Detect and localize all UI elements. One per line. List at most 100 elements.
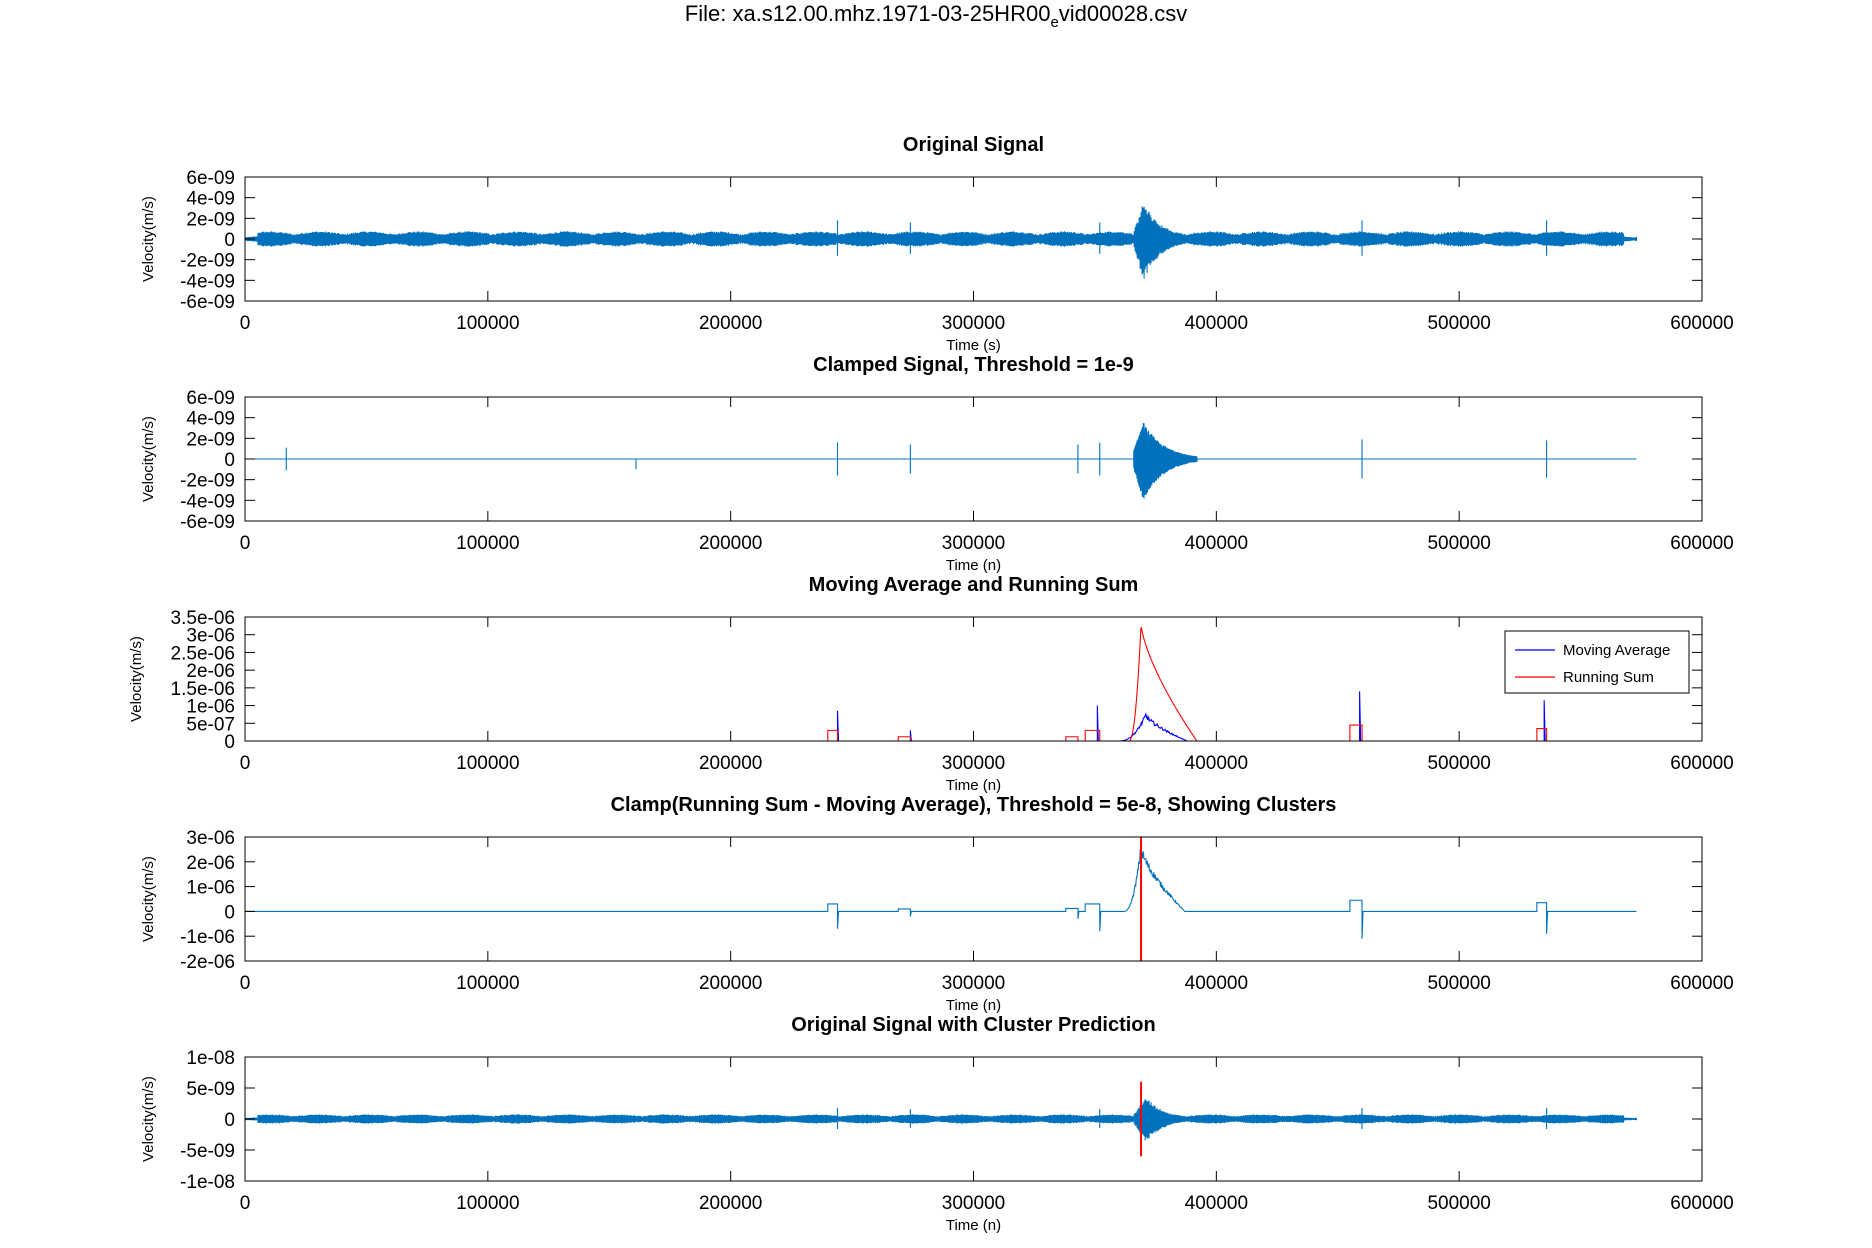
legend-label-moving-average: Moving Average <box>1563 642 1670 659</box>
y-tick-label: 2e-06 <box>186 661 235 682</box>
x-tick-label: 300000 <box>942 1193 1005 1214</box>
x-axis-label: Time (n) <box>946 777 1001 794</box>
x-tick-label: 0 <box>240 753 251 774</box>
y-tick-label: 4e-09 <box>186 189 235 210</box>
figure-suptitle: File: xa.s12.00.mhz.1971-03-25HR00evid00… <box>685 1 1187 31</box>
y-tick-label: 1e-06 <box>186 697 235 718</box>
y-tick-label: 0 <box>224 230 235 251</box>
y-tick-label: 4e-09 <box>186 409 235 430</box>
x-tick-label: 600000 <box>1670 313 1733 334</box>
y-tick-label: -2e-09 <box>180 251 235 272</box>
panel-title: Original Signal with Cluster Prediction <box>791 1014 1156 1036</box>
y-tick-label: 2.5e-06 <box>171 643 235 664</box>
x-tick-label: 200000 <box>699 313 762 334</box>
y-axis-label: Velocity(m/s) <box>140 1076 157 1162</box>
series-group <box>245 627 1637 741</box>
x-tick-label: 100000 <box>456 533 519 554</box>
legend-label-running-sum: Running Sum <box>1563 669 1654 686</box>
x-tick-label: 0 <box>240 973 251 994</box>
y-tick-label: 5e-09 <box>186 1079 235 1100</box>
legend-box <box>1504 630 1690 694</box>
x-axis-label: Time (n) <box>946 557 1001 574</box>
y-tick-label: 0 <box>224 1110 235 1131</box>
y-tick-label: 1e-08 <box>186 1048 235 1069</box>
panel-5: Original Signal with Cluster Prediction 0… <box>140 1014 1734 1234</box>
x-tick-label: 200000 <box>699 753 762 774</box>
clamped-trace <box>245 423 1637 499</box>
y-tick-label: 5e-07 <box>186 714 235 735</box>
x-axis-label: Time (n) <box>946 997 1001 1014</box>
x-tick-label: 600000 <box>1670 973 1733 994</box>
y-tick-label: -1e-06 <box>180 927 235 948</box>
y-axis-label: Velocity(m/s) <box>140 196 157 282</box>
y-tick-label: 2e-09 <box>186 429 235 450</box>
series-group <box>245 423 1637 499</box>
series-group <box>245 1099 1637 1141</box>
axes-box <box>244 616 1703 742</box>
y-tick-label: 3.5e-06 <box>171 608 235 629</box>
panel-title: Clamp(Running Sum - Moving Average), Thr… <box>611 794 1337 816</box>
moving-average-line <box>245 691 1637 741</box>
x-tick-label: 200000 <box>699 973 762 994</box>
x-tick-label: 500000 <box>1427 533 1490 554</box>
signal-trace <box>245 206 1637 279</box>
x-tick-label: 500000 <box>1427 1193 1490 1214</box>
x-tick-label: 300000 <box>942 533 1005 554</box>
y-tick-label: 6e-09 <box>186 168 235 189</box>
y-axis-label: Velocity(m/s) <box>140 856 157 942</box>
x-tick-label: 400000 <box>1185 753 1248 774</box>
y-tick-label: -2e-09 <box>180 471 235 492</box>
x-tick-label: 600000 <box>1670 533 1733 554</box>
series-group <box>245 847 1637 939</box>
signal-trace <box>245 1099 1637 1141</box>
x-tick-label: 300000 <box>942 313 1005 334</box>
x-axis-label: Time (n) <box>946 1217 1001 1234</box>
x-tick-label: 600000 <box>1670 753 1733 774</box>
suptitle-subscript: e <box>1050 14 1058 31</box>
panel-3: Moving Average and Running Sum 0 100000 200… <box>128 574 1734 794</box>
y-tick-label: 3e-06 <box>186 828 235 849</box>
x-tick-label: 500000 <box>1427 973 1490 994</box>
x-tick-label: 100000 <box>456 1193 519 1214</box>
y-tick-label: -2e-06 <box>180 952 235 973</box>
x-axis-label: Time (s) <box>946 337 1000 354</box>
x-tick-label: 400000 <box>1185 1193 1248 1214</box>
panel-4: Clamp(Running Sum - Moving Average), Thr… <box>140 794 1734 1014</box>
x-tick-label: 100000 <box>456 313 519 334</box>
x-tick-label: 200000 <box>699 533 762 554</box>
x-tick-label: 300000 <box>942 753 1005 774</box>
suptitle-tail: vid00028.csv <box>1059 1 1187 26</box>
running-sum-line <box>245 627 1637 741</box>
series-group <box>245 206 1637 279</box>
y-tick-label: -4e-09 <box>180 271 235 292</box>
x-tick-label: 0 <box>240 1193 251 1214</box>
y-tick-label: 0 <box>224 450 235 471</box>
y-tick-label: 6e-09 <box>186 388 235 409</box>
x-tick-label: 400000 <box>1185 533 1248 554</box>
x-tick-label: 300000 <box>942 973 1005 994</box>
x-tick-label: 500000 <box>1427 313 1490 334</box>
x-tick-label: 100000 <box>456 753 519 774</box>
y-tick-label: -4e-09 <box>180 491 235 512</box>
y-axis-label: Velocity(m/s) <box>128 636 145 722</box>
y-tick-label: 1e-06 <box>186 878 235 899</box>
y-tick-label: -6e-09 <box>180 512 235 533</box>
y-axis-label: Velocity(m/s) <box>140 416 157 502</box>
x-tick-label: 100000 <box>456 973 519 994</box>
x-tick-label: 400000 <box>1185 313 1248 334</box>
axes-box <box>244 836 1703 962</box>
y-tick-label: 2e-09 <box>186 209 235 230</box>
x-tick-label: 200000 <box>699 1193 762 1214</box>
y-tick-label: 1.5e-06 <box>171 679 235 700</box>
x-tick-label: 0 <box>240 533 251 554</box>
difference-line <box>245 847 1637 939</box>
y-tick-label: 0 <box>224 732 235 753</box>
x-tick-label: 500000 <box>1427 753 1490 774</box>
y-tick-label: 0 <box>224 902 235 923</box>
panel-title: Moving Average and Running Sum <box>809 574 1139 596</box>
